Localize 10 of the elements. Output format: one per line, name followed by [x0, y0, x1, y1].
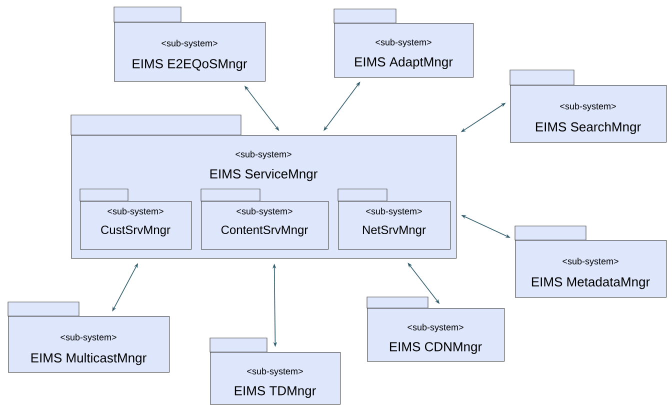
- package-box: <sub-system> ContentSrvMngr: [200, 188, 329, 250]
- package-box: <sub-system> NetSrvMngr: [338, 188, 451, 250]
- package-box: <sub-system> CustSrvMngr: [80, 188, 192, 250]
- package-box: <sub-system> EIMS MetadataMngr: [514, 226, 667, 298]
- package-box: <sub-system> EIMS MulticastMngr: [8, 302, 170, 373]
- package-box: <sub-system> EIMS SearchMngr: [510, 70, 667, 143]
- package-box: <sub-system> EIMS CDNMngr: [366, 296, 505, 362]
- package-box: <sub-system> EIMS TDMngr: [210, 338, 341, 405]
- package-box: <sub-system> EIMS AdaptMngr: [334, 8, 474, 78]
- package-box: <sub-system> EIMS E2EQoSMngr: [114, 6, 266, 82]
